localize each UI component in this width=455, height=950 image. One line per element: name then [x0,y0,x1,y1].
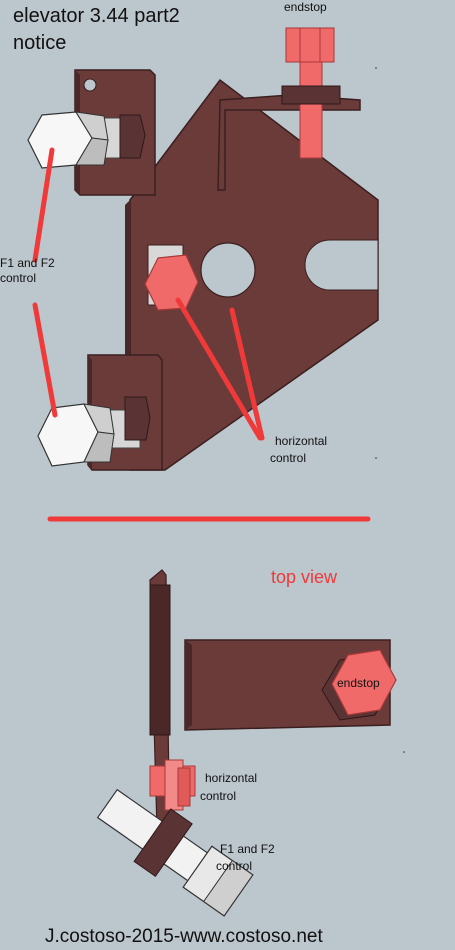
footer-credit: J.costoso-2015-www.costoso.net [45,926,323,947]
f1f2-line-lower [32,302,58,418]
top-f1f2-label-2: control [216,859,253,873]
top-horizontal-label-1: horizontal [205,771,258,785]
top-horizontal-label-2: control [200,789,237,803]
plate-hole [200,242,256,298]
endstop-bolt-shaft [299,59,323,159]
lower-bolt-nut [124,396,151,441]
horizontal-line-1 [175,297,263,441]
plate-slot [304,239,379,291]
upper-bracket-hole [83,78,97,92]
upper-bolt-nut [119,114,146,159]
top-view-heading: top view [271,567,338,587]
top-plate-block [149,584,171,736]
horizontal-bolt-head [144,254,199,311]
side-f1f2-label-1: F1 and F2 [0,256,55,270]
f1f2-line-upper [32,147,55,263]
title-line1: elevator 3.44 part2 [13,5,180,27]
side-horizontal-label-2: control [270,451,307,465]
top-endstop-label: endstop [337,676,380,690]
top-endstop-head [331,649,397,716]
horizontal-line-2 [229,307,265,441]
endstop-bolt-head [285,27,335,63]
side-f1f2-label-2: control [0,271,37,285]
side-horizontal-label-1: horizontal [275,434,328,448]
top-f1f2-bolt [96,788,254,917]
title-line2: notice [13,32,67,54]
side-endstop-label: endstop [284,0,327,14]
endstop-nut [281,85,341,105]
top-f1f2-label-1: F1 and F2 [220,842,275,856]
